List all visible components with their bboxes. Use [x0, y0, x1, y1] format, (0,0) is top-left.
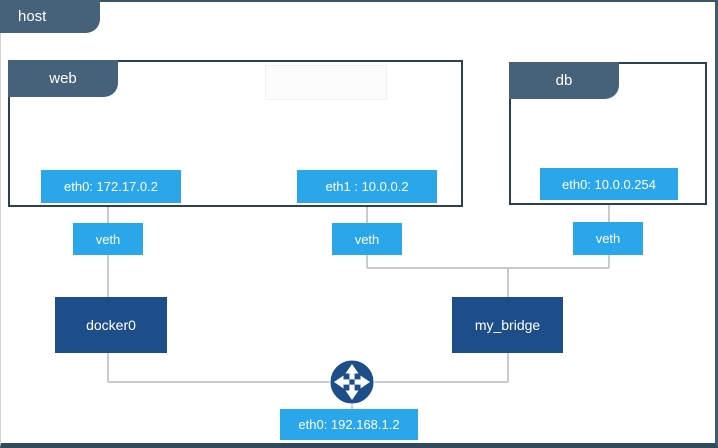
container-web-tab: web: [8, 60, 118, 97]
veth-label: veth: [95, 231, 121, 247]
bridge-my-bridge: my_bridge: [452, 297, 563, 353]
veth-label: veth: [354, 231, 380, 247]
db-eth0-label: eth0: 10.0.0.254: [562, 176, 656, 192]
host-eth0-label: eth0: 192.168.1.2: [298, 417, 400, 432]
container-web-label: web: [49, 70, 77, 87]
bridge-docker0-label: docker0: [86, 317, 136, 333]
router-icon: [329, 359, 375, 405]
web-eth1-label: eth1 : 10.0.0.2: [325, 179, 409, 194]
veth-web-eth1: veth: [332, 223, 402, 255]
web-eth1-interface: eth1 : 10.0.0.2: [297, 170, 437, 203]
bridge-docker0: docker0: [55, 297, 167, 353]
veth-web-eth0: veth: [73, 223, 143, 255]
veth-db-eth0: veth: [573, 222, 643, 255]
host-label-tab: host: [0, 0, 100, 33]
container-db-label: db: [555, 72, 573, 89]
container-db-tab: db: [509, 62, 619, 99]
host-label: host: [18, 8, 47, 25]
empty-placeholder-box: [265, 65, 387, 100]
web-eth0-interface: eth0: 172.17.0.2: [41, 170, 181, 203]
host-eth0-interface: eth0: 192.168.1.2: [280, 409, 418, 440]
db-eth0-interface: eth0: 10.0.0.254: [540, 168, 678, 200]
veth-label: veth: [595, 231, 621, 246]
web-eth0-label: eth0: 172.17.0.2: [64, 179, 158, 194]
bridge-my-bridge-label: my_bridge: [474, 317, 541, 333]
